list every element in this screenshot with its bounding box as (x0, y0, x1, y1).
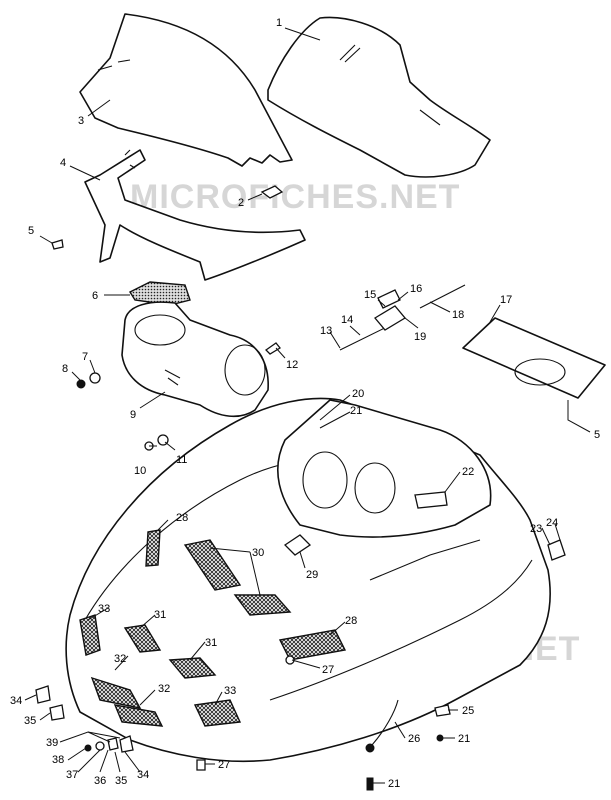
grille-28-upper (145, 529, 161, 567)
cable-parts (339, 284, 466, 351)
inner-dash (277, 399, 492, 538)
callout-numbers: 1 3 4 2 5 6 7 8 9 10 11 12 13 14 15 16 1… (10, 17, 600, 790)
callout-25: 25 (462, 705, 474, 717)
fastener-8 (76, 379, 86, 389)
grille-28-lower (278, 629, 347, 661)
headlight-housing (121, 301, 269, 418)
callout-12: 12 (286, 359, 298, 371)
callout-29: 29 (306, 569, 318, 581)
part-26-latch (365, 699, 399, 753)
grille-31-left (123, 624, 162, 653)
grille-33-left (79, 614, 101, 656)
callout-15: 15 (364, 289, 376, 301)
callout-10: 10 (134, 465, 146, 477)
part-29 (283, 534, 312, 556)
callout-34-left: 34 (10, 695, 22, 707)
callout-33-right: 33 (224, 685, 236, 697)
callout-16: 16 (410, 283, 422, 295)
callout-13: 13 (320, 325, 332, 337)
callout-27-low: 27 (218, 759, 230, 771)
callout-38: 38 (52, 754, 64, 766)
callout-6: 6 (92, 290, 98, 302)
callout-37: 37 (66, 769, 78, 781)
callout-2: 2 (238, 197, 244, 209)
side-panel (462, 317, 606, 399)
callout-21-upper: 21 (350, 405, 362, 417)
callout-24: 24 (546, 517, 558, 529)
callout-34-bottom: 34 (137, 769, 149, 781)
callout-17: 17 (500, 294, 512, 306)
callout-20: 20 (352, 388, 364, 400)
part-23-24 (547, 539, 566, 561)
callout-31-right: 31 (205, 637, 217, 649)
screw-part-5-left (51, 239, 64, 250)
callout-22: 22 (462, 466, 474, 478)
callout-11: 11 (176, 454, 187, 466)
grille-30b (233, 594, 292, 616)
callout-5-left: 5 (28, 225, 34, 237)
callout-14: 14 (341, 314, 353, 326)
callout-8: 8 (62, 363, 68, 375)
watermark-top: MICROFICHES.NET (130, 178, 460, 216)
part-27-low (196, 759, 206, 771)
callout-18: 18 (452, 309, 464, 321)
callout-3: 3 (78, 115, 84, 127)
callout-lines (24, 27, 591, 784)
callout-30: 30 (252, 547, 264, 559)
callout-32-right: 32 (158, 683, 170, 695)
callout-35-left: 35 (24, 715, 36, 727)
seat-cover (267, 16, 491, 178)
clip-part-2 (260, 185, 284, 199)
callout-19: 19 (414, 331, 426, 343)
part-27-mid (285, 655, 295, 665)
callout-4: 4 (60, 157, 66, 169)
windshield (79, 13, 293, 167)
grille-pad (128, 281, 191, 306)
callout-39: 39 (46, 737, 58, 749)
callout-21-mid: 21 (458, 733, 470, 745)
callout-7: 7 (82, 351, 88, 363)
callout-28-upper: 28 (176, 512, 188, 524)
callout-35-bottom: 35 (115, 775, 127, 787)
part-34-35-left (35, 685, 65, 721)
fastener-12 (264, 342, 281, 355)
callout-33-left: 33 (98, 603, 110, 615)
grille-32 (90, 676, 164, 727)
part-25 (434, 704, 451, 717)
callout-28-lower: 28 (345, 615, 357, 627)
part-21-lowest (366, 777, 374, 791)
part-34-35-36-37-38-bottom (84, 735, 134, 753)
callout-5-right: 5 (594, 429, 600, 441)
callout-27-mid: 27 (322, 664, 334, 676)
mount-bracket (84, 149, 306, 281)
grille-33-right (193, 699, 242, 727)
callout-9: 9 (130, 409, 136, 421)
grille-30 (183, 539, 242, 591)
callout-23: 23 (530, 523, 542, 535)
fastener-7 (89, 372, 101, 384)
callout-1: 1 (276, 17, 282, 29)
callout-21-lowest: 21 (388, 778, 400, 790)
callout-31-left: 31 (154, 609, 166, 621)
callout-36: 36 (94, 775, 106, 787)
callout-32-left: 32 (114, 653, 126, 665)
grille-31-right (168, 657, 217, 679)
callout-26: 26 (408, 733, 420, 745)
